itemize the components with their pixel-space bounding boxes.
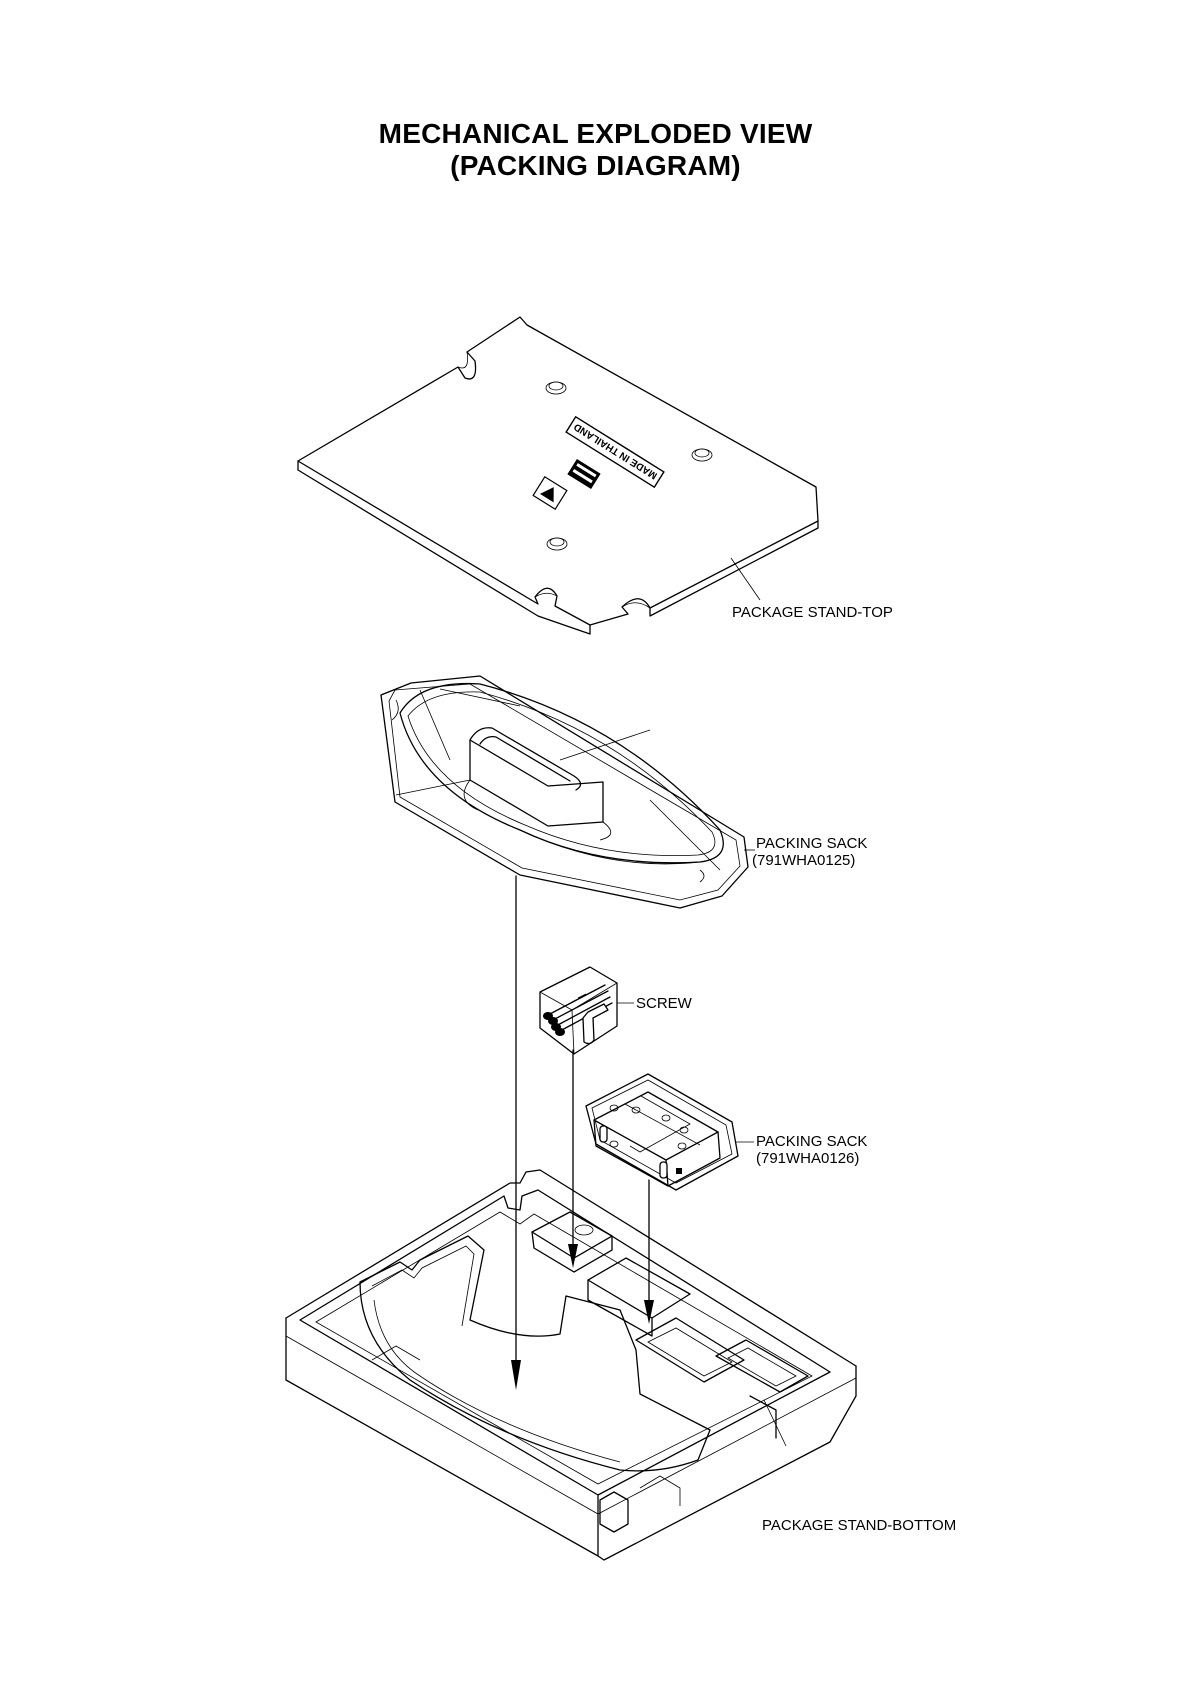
packing-sack-1-part xyxy=(381,676,755,908)
assembly-arrows xyxy=(511,876,654,1390)
label-package-stand-top: PACKAGE STAND-TOP xyxy=(732,605,893,621)
label-packing-sack-2-part-number: (791WHA0126) xyxy=(756,1151,859,1167)
label-packing-sack-2: PACKING SACK xyxy=(756,1134,867,1150)
label-screw: SCREW xyxy=(636,996,692,1012)
label-packing-sack-1-part-number: (791WHA0125) xyxy=(752,853,855,869)
label-packing-sack-1: PACKING SACK xyxy=(756,836,867,852)
label-package-stand-bottom: PACKAGE STAND-BOTTOM xyxy=(762,1518,956,1534)
package-stand-bottom-part xyxy=(286,1170,856,1560)
arrow-head-stand xyxy=(511,1360,521,1390)
packing-sack-2-part xyxy=(586,1074,754,1190)
screw-bag-part xyxy=(540,967,634,1054)
package-stand-top-part: MADE IN THAILAND xyxy=(298,317,818,634)
